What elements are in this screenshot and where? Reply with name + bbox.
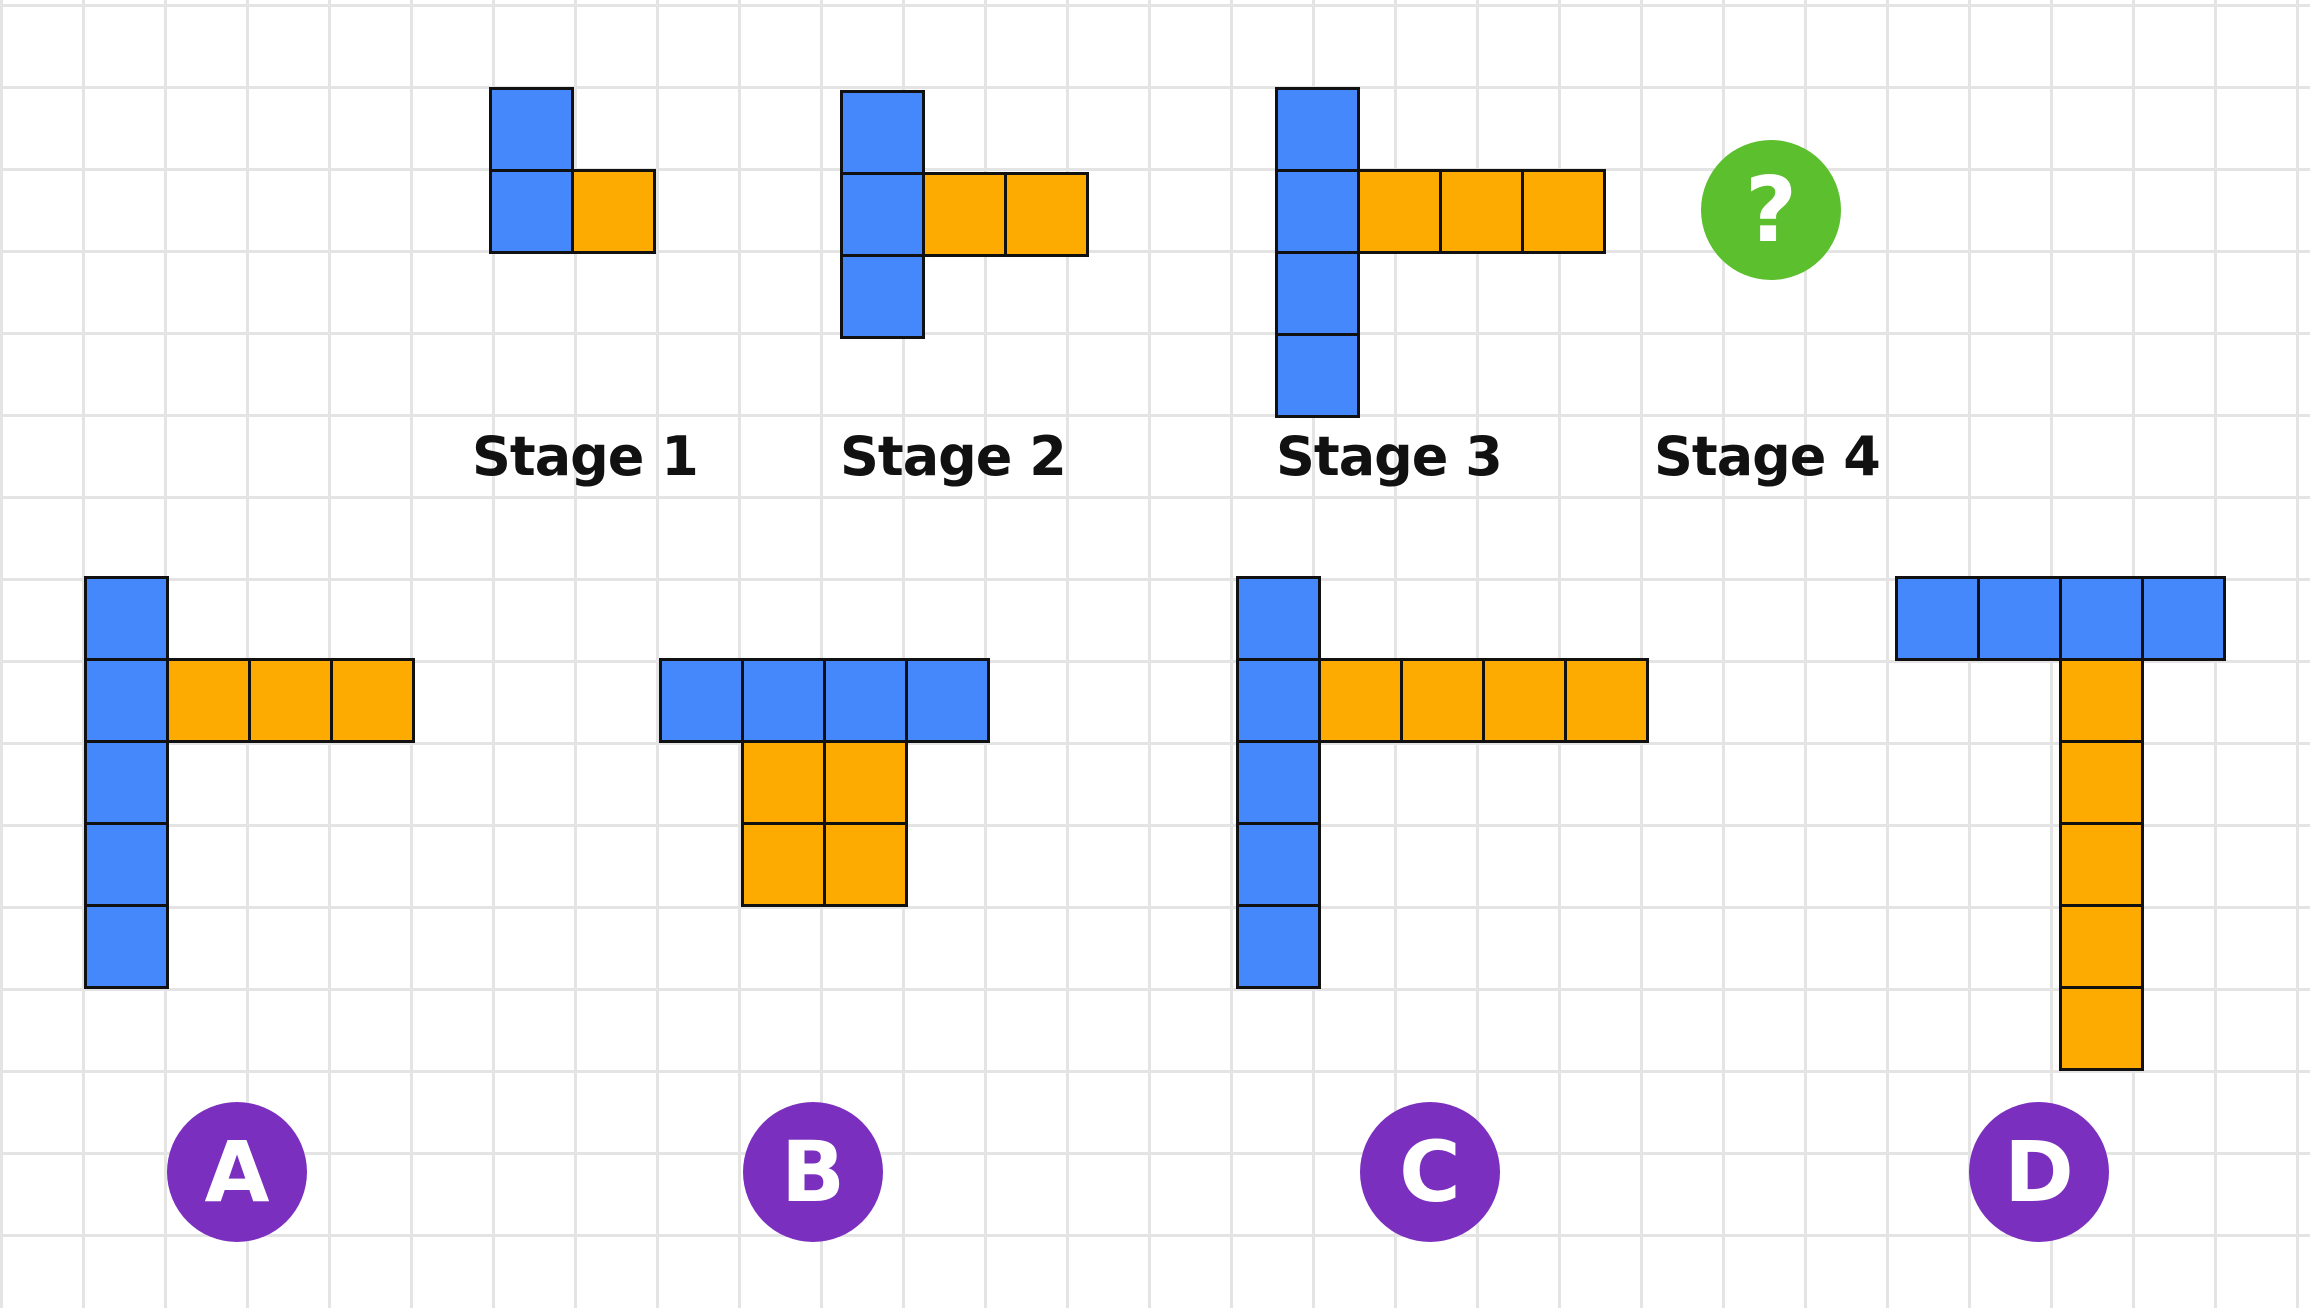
orange-square bbox=[2059, 904, 2144, 989]
option-d-button[interactable]: D bbox=[1969, 1102, 2109, 1242]
blue-square bbox=[1275, 87, 1360, 172]
blue-square bbox=[1236, 904, 1321, 989]
blue-square bbox=[1275, 251, 1360, 336]
blue-square bbox=[823, 658, 908, 743]
blue-square bbox=[659, 658, 744, 743]
orange-square bbox=[1439, 169, 1524, 254]
blue-square bbox=[1895, 576, 1980, 661]
orange-square bbox=[2059, 986, 2144, 1071]
orange-square bbox=[741, 740, 826, 825]
orange-square bbox=[823, 822, 908, 907]
blue-square bbox=[840, 90, 925, 175]
blue-square bbox=[1977, 576, 2062, 661]
blue-square bbox=[2141, 576, 2226, 661]
orange-square bbox=[1564, 658, 1649, 743]
blue-square bbox=[84, 904, 169, 989]
orange-square bbox=[2059, 658, 2144, 743]
blue-square bbox=[1236, 658, 1321, 743]
orange-square bbox=[1521, 169, 1606, 254]
option-c-button[interactable]: C bbox=[1360, 1102, 1500, 1242]
orange-square bbox=[1482, 658, 1567, 743]
blue-square bbox=[1275, 169, 1360, 254]
blue-square bbox=[84, 740, 169, 825]
blue-square bbox=[1236, 822, 1321, 907]
blue-square bbox=[2059, 576, 2144, 661]
stage-3-label: Stage 3 bbox=[1276, 425, 1503, 488]
blue-square bbox=[84, 576, 169, 661]
stage-4-label: Stage 4 bbox=[1654, 425, 1881, 488]
orange-square bbox=[1004, 172, 1089, 257]
blue-square bbox=[905, 658, 990, 743]
blue-square bbox=[840, 172, 925, 257]
blue-square bbox=[1275, 333, 1360, 418]
orange-square bbox=[2059, 740, 2144, 825]
blue-square bbox=[489, 87, 574, 172]
blue-square bbox=[84, 658, 169, 743]
orange-square bbox=[571, 169, 656, 254]
blue-square bbox=[840, 254, 925, 339]
blue-square bbox=[1236, 740, 1321, 825]
orange-square bbox=[1400, 658, 1485, 743]
stage-2-label: Stage 2 bbox=[840, 425, 1067, 488]
orange-square bbox=[741, 822, 826, 907]
orange-square bbox=[1357, 169, 1442, 254]
orange-square bbox=[330, 658, 415, 743]
blue-square bbox=[84, 822, 169, 907]
stage-1-label: Stage 1 bbox=[472, 425, 699, 488]
orange-square bbox=[2059, 822, 2144, 907]
orange-square bbox=[166, 658, 251, 743]
option-b-button[interactable]: B bbox=[743, 1102, 883, 1242]
orange-square bbox=[922, 172, 1007, 257]
blue-square bbox=[741, 658, 826, 743]
orange-square bbox=[823, 740, 908, 825]
blue-square bbox=[489, 169, 574, 254]
orange-square bbox=[248, 658, 333, 743]
question-mark-icon: ? bbox=[1701, 140, 1841, 280]
orange-square bbox=[1318, 658, 1403, 743]
blue-square bbox=[1236, 576, 1321, 661]
option-a-button[interactable]: A bbox=[167, 1102, 307, 1242]
